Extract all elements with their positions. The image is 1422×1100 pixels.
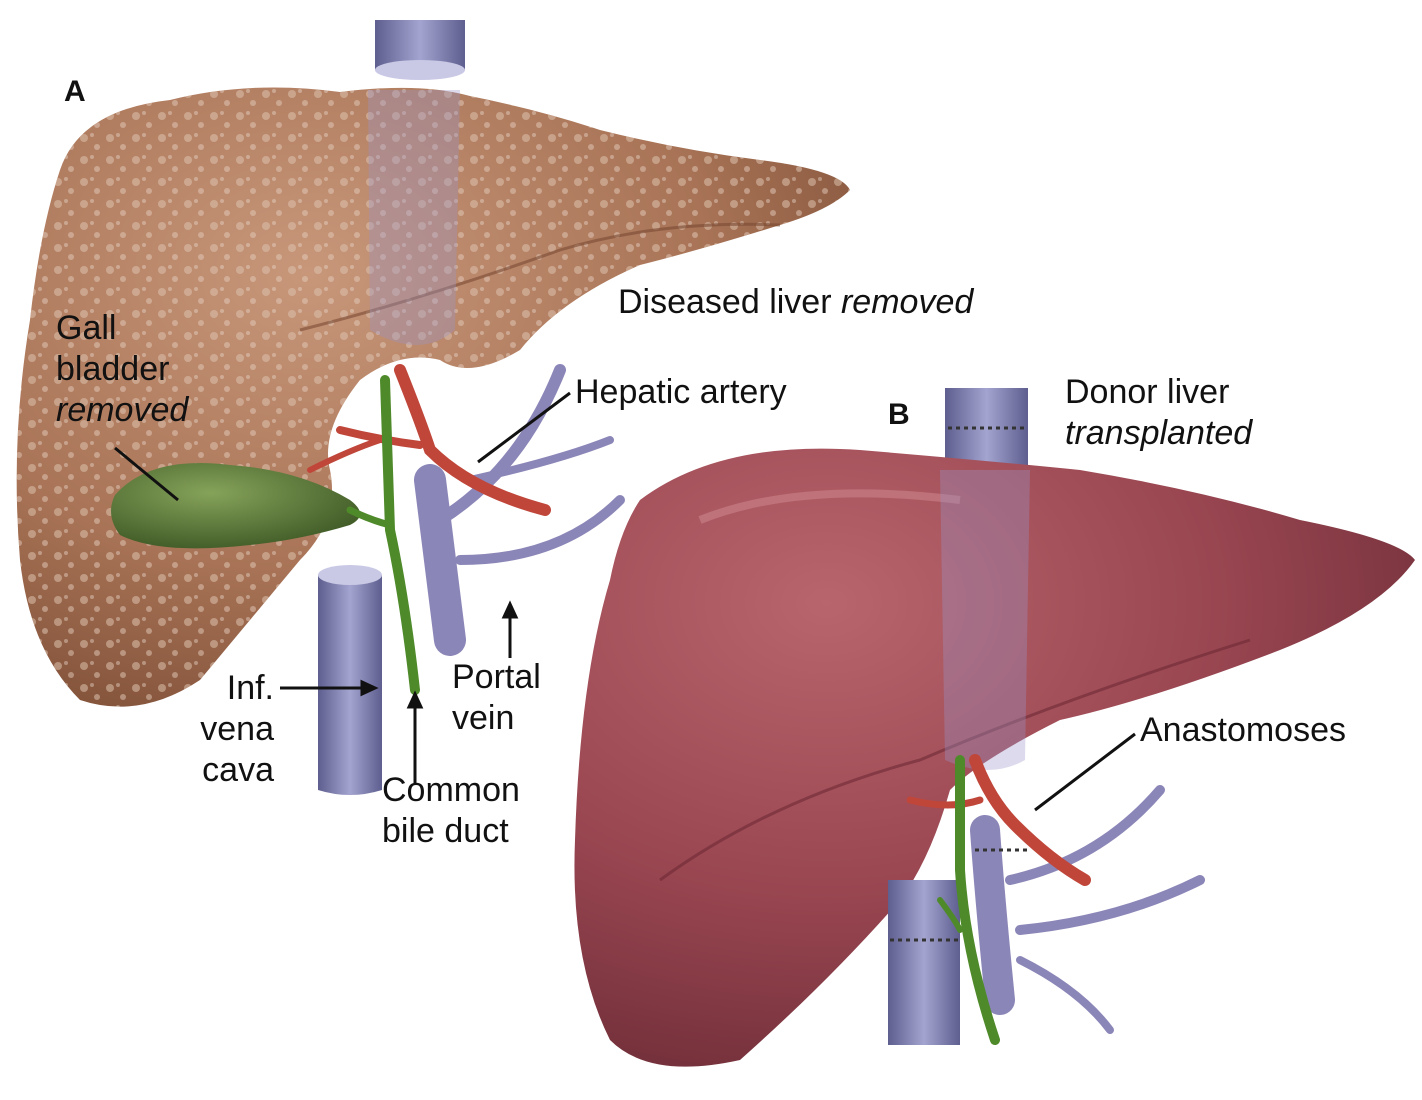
portal-vein-label: Portal vein — [452, 657, 541, 739]
bile-line1: Common — [382, 770, 520, 811]
ivc-line1: Inf. — [190, 668, 274, 709]
anastomoses-leader — [1035, 734, 1135, 810]
anastomoses-label: Anastomoses — [1140, 710, 1346, 751]
hepatic-artery-leader — [478, 393, 570, 462]
gall-line2: bladder — [56, 349, 188, 390]
bile-duct-arrowhead — [409, 694, 421, 707]
vena-cava-lower — [318, 575, 382, 795]
portal-line2: vein — [452, 698, 541, 739]
gall-line1: Gall — [56, 308, 188, 349]
donor-line1: Donor liver — [1065, 372, 1252, 413]
vena-cava-through-donor — [940, 470, 1030, 770]
gall-line3: removed — [56, 390, 188, 431]
ivc-line2: vena — [190, 709, 274, 750]
portal-arrowhead — [504, 604, 516, 617]
vena-cava-through-liver — [368, 90, 460, 345]
panel-b-letter: B — [888, 398, 910, 432]
diseased-removed-text: removed — [841, 283, 973, 321]
bile-line2: bile duct — [382, 811, 520, 852]
vena-cava-lower-b — [888, 880, 960, 1045]
diseased-liver-label: Diseased liver removed — [618, 282, 973, 323]
ivc-line3: cava — [190, 750, 274, 791]
hepatic-artery-label: Hepatic artery — [575, 372, 787, 413]
diseased-liver-text: Diseased liver — [618, 283, 832, 321]
bile-duct-label: Common bile duct — [382, 770, 520, 852]
gall-bladder-label: Gall bladder removed — [56, 308, 188, 431]
panel-a-letter: A — [64, 75, 86, 109]
donor-line2: transplanted — [1065, 413, 1252, 454]
ivc-label: Inf. vena cava — [190, 668, 274, 791]
portal-line1: Portal — [452, 657, 541, 698]
donor-liver-label: Donor liver transplanted — [1065, 372, 1252, 454]
